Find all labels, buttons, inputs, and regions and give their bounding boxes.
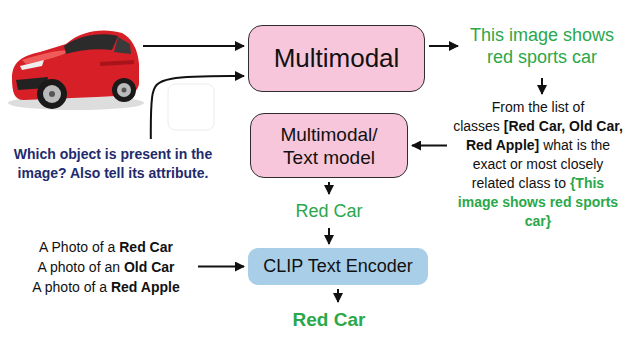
label-text: A photo of an <box>37 259 120 275</box>
question-text: Which object is present in the image? Al… <box>8 143 218 185</box>
car-side-window <box>114 37 131 54</box>
car-hub <box>122 88 127 93</box>
text-group: This image shows red sports car <box>462 24 622 68</box>
label-text: Old Car <box>124 259 175 275</box>
car-wheel <box>112 78 136 102</box>
label-text: Red Apple <box>111 279 180 295</box>
flow-arrow <box>412 145 447 147</box>
text-group: Red Car <box>289 201 369 222</box>
label-text: A Photo of a <box>39 239 115 255</box>
flow-arrow <box>328 182 330 194</box>
label-text: This image shows red sports car <box>470 25 614 67</box>
label-text: Which object is present in the image? Al… <box>14 146 212 181</box>
car-side-line <box>100 60 134 66</box>
text-group: Which object is present in the image? Al… <box>8 145 218 183</box>
text-group: A Photo of aRed CarA photo of anOld CarA… <box>18 237 194 297</box>
car-wheel <box>37 79 67 109</box>
car-headlight <box>20 60 44 70</box>
text-line: A Photo of aRed Car <box>18 237 194 257</box>
car-hood-highlight <box>22 50 70 64</box>
text-group: CLIP Text Encoder <box>256 256 420 277</box>
blank-image-tile <box>168 84 214 130</box>
result-text: Red Car <box>289 198 369 224</box>
flow-arrow <box>541 78 543 94</box>
label-text: Red Car <box>295 201 362 221</box>
encoder-box: CLIP Text Encoder <box>248 248 428 285</box>
text-line: A photo of aRed Apple <box>18 277 194 297</box>
model-box: Multimodal/ Text model <box>250 113 408 178</box>
label-text: Red Car <box>119 239 173 255</box>
output-text: This image shows red sports car <box>462 18 622 74</box>
prompt-paragraph: From the list of classes[Red Car, Old Ca… <box>451 98 625 231</box>
text-line: A photo of anOld Car <box>18 257 194 277</box>
flow-arrow <box>151 76 244 139</box>
flow-arrow <box>429 45 458 47</box>
sports-car-photo <box>8 31 144 110</box>
flow-arrow <box>198 266 244 268</box>
label-text: Multimodal <box>274 43 400 73</box>
image-input-arrow <box>143 45 244 47</box>
prompt-list: A Photo of aRed CarA photo of anOld CarA… <box>18 237 194 297</box>
text-group: From the list of classes[Red Car, Old Ca… <box>451 98 625 231</box>
car-hub <box>49 91 55 97</box>
text-group: Multimodal <box>257 43 416 74</box>
label-text: A photo of a <box>32 279 107 295</box>
car-body <box>12 31 139 100</box>
car-rim <box>43 85 61 103</box>
label-text: CLIP Text Encoder <box>263 256 412 276</box>
model-box: Multimodal <box>248 25 425 92</box>
car-rim <box>117 83 131 97</box>
label-text: Multimodal/ Text model <box>280 124 377 168</box>
text-group: Red Car <box>289 309 369 331</box>
label-text: Red Car <box>293 309 366 330</box>
text-group: Multimodal/ Text model <box>268 123 390 169</box>
car-windshield <box>64 34 118 54</box>
final-result-text: Red Car <box>289 306 369 334</box>
flow-arrow <box>328 228 330 244</box>
flow-arrow <box>337 289 339 302</box>
